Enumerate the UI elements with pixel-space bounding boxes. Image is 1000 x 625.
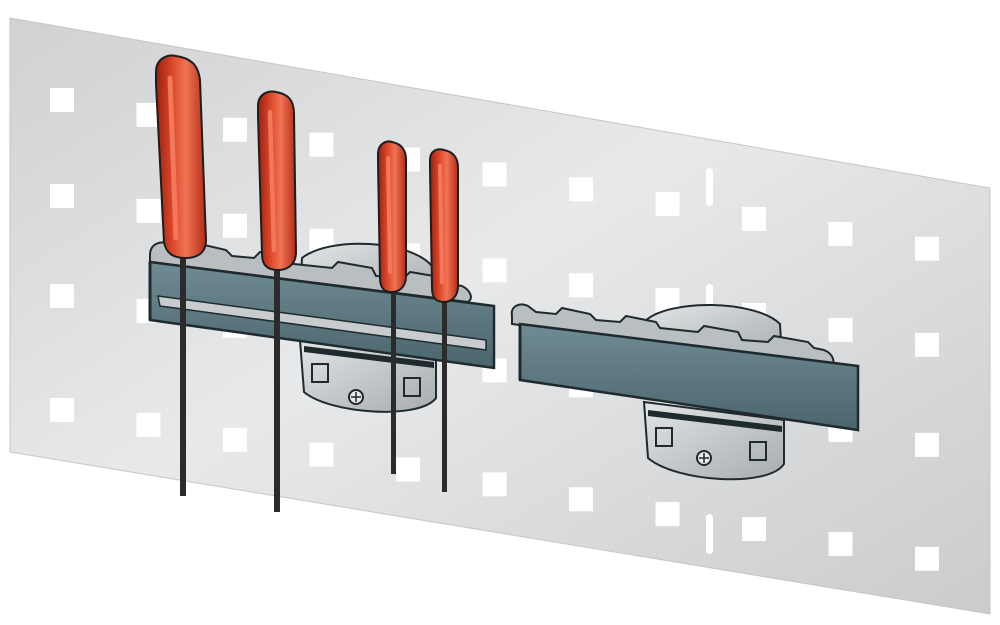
screwdriver-2 xyxy=(257,90,298,512)
panel-hole xyxy=(915,236,939,261)
panel-hole xyxy=(309,132,334,157)
panel-hole xyxy=(828,531,853,556)
panel-hole xyxy=(742,517,766,542)
panel-hole xyxy=(136,198,161,223)
panel-hole xyxy=(915,546,939,571)
panel-hole xyxy=(50,88,74,112)
panel-hole xyxy=(915,332,939,357)
panel-hole xyxy=(482,472,507,497)
screwdriver-3 xyxy=(377,140,407,474)
panel-hole xyxy=(569,177,593,202)
panel-hole xyxy=(482,258,507,283)
screwdriver-1 xyxy=(155,54,208,496)
panel-hole xyxy=(223,117,247,142)
panel-hole xyxy=(223,213,247,238)
panel-hole xyxy=(828,221,853,246)
panel-hole xyxy=(50,284,74,308)
panel-hole xyxy=(569,273,593,298)
panel-hole xyxy=(828,317,853,342)
panel-hole xyxy=(50,398,74,422)
panel-hole xyxy=(915,432,939,457)
panel-hole xyxy=(396,457,420,482)
panel-hole xyxy=(742,207,766,232)
panel-hole xyxy=(655,502,680,527)
panel-hole xyxy=(136,412,161,437)
panel-slot-bottom xyxy=(706,514,713,554)
screwdriver-4 xyxy=(429,148,459,492)
panel-hole xyxy=(655,192,680,217)
panel-hole xyxy=(50,184,74,208)
right-holder-rail xyxy=(510,303,860,432)
panel-hole xyxy=(482,162,507,187)
panel-slot-top xyxy=(706,168,713,206)
panel-hole xyxy=(309,442,334,467)
panel-hole xyxy=(569,487,593,512)
panel-hole xyxy=(223,427,247,452)
